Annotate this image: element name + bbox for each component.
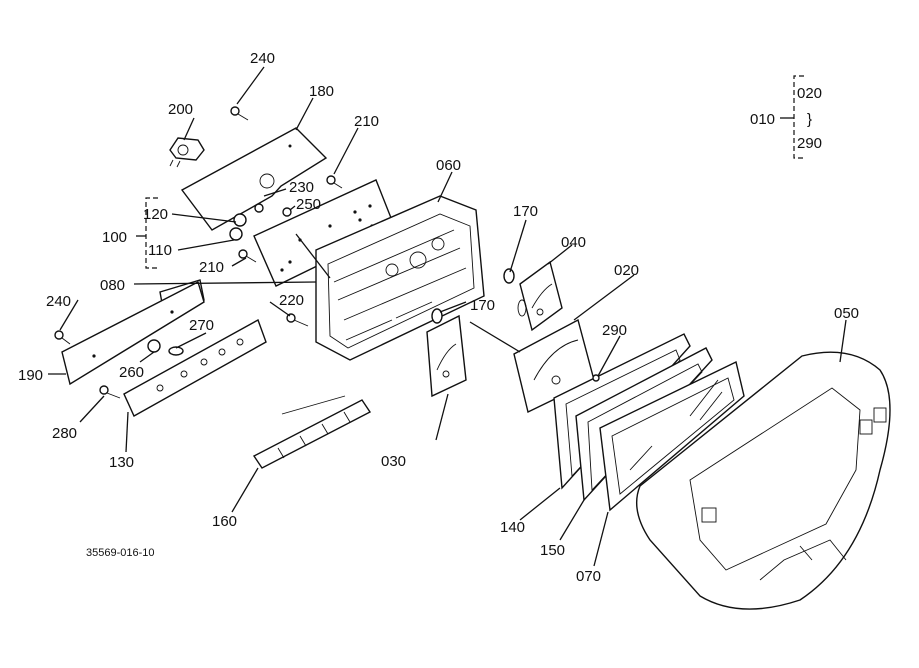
part-190-plate	[61, 280, 205, 386]
range-mark: }	[807, 111, 812, 128]
callout-280: 280	[52, 425, 77, 442]
callout-100: 100	[102, 229, 127, 246]
guide-line-160	[281, 395, 346, 415]
callout-290-range: 290	[797, 135, 822, 152]
part-160-strip	[252, 399, 372, 469]
part-280-screw	[99, 385, 121, 399]
part-170-lamp-upper	[503, 268, 515, 284]
callout-030: 030	[381, 453, 406, 470]
bracket-010	[780, 75, 804, 159]
leader-lines	[48, 66, 847, 567]
callout-010: 010	[750, 111, 775, 128]
callout-050: 050	[834, 305, 859, 322]
callout-130: 130	[109, 454, 134, 471]
callout-200: 200	[168, 101, 193, 118]
callout-210-lower: 210	[199, 259, 224, 276]
callout-210-top: 210	[354, 113, 379, 130]
part-120-110-bulbs	[229, 213, 247, 241]
part-220-screw	[286, 313, 309, 327]
callout-220: 220	[279, 292, 304, 309]
callout-180: 180	[309, 83, 334, 100]
part-130-switch-plate	[123, 318, 267, 417]
callout-190: 190	[18, 367, 43, 384]
callout-240-top: 240	[250, 50, 275, 67]
callout-170-lower: 170	[470, 297, 495, 314]
callout-290: 290	[602, 322, 627, 339]
part-060-housing	[315, 195, 485, 361]
callout-270: 270	[189, 317, 214, 334]
part-290-screw	[592, 374, 600, 382]
part-030-gauge	[426, 314, 467, 398]
callout-120: 120	[143, 206, 168, 223]
part-260-270-connector	[147, 339, 184, 356]
part-210-screw-top	[326, 175, 343, 189]
part-170-lamp-lower	[431, 308, 443, 324]
callout-110: 110	[148, 242, 172, 259]
callout-070: 070	[576, 568, 601, 585]
callout-060: 060	[436, 157, 461, 174]
callout-250: 250	[296, 196, 321, 213]
callout-020: 020	[614, 262, 639, 279]
callout-150: 150	[540, 542, 565, 559]
callout-240-left: 240	[46, 293, 71, 310]
part-240-screw-left	[54, 330, 71, 345]
part-230-250-screws	[254, 203, 292, 217]
callout-080: 080	[100, 277, 125, 294]
part-180-plate	[180, 127, 328, 231]
callout-160: 160	[212, 513, 237, 530]
bracket-100	[136, 197, 158, 269]
callout-260: 260	[119, 364, 144, 381]
part-040-gauge	[517, 260, 563, 332]
part-200-switch	[169, 137, 205, 168]
drawing-code: 35569-016-10	[86, 547, 155, 559]
callout-230: 230	[289, 179, 314, 196]
callout-170-upper: 170	[513, 203, 538, 220]
callout-040: 040	[561, 234, 586, 251]
callout-140: 140	[500, 519, 525, 536]
part-210-screw-lower	[238, 249, 257, 263]
part-070-lens	[599, 360, 745, 512]
part-240-screw-top	[230, 106, 249, 121]
part-050-bezel	[636, 351, 891, 610]
callout-020-range: 020	[797, 85, 822, 102]
